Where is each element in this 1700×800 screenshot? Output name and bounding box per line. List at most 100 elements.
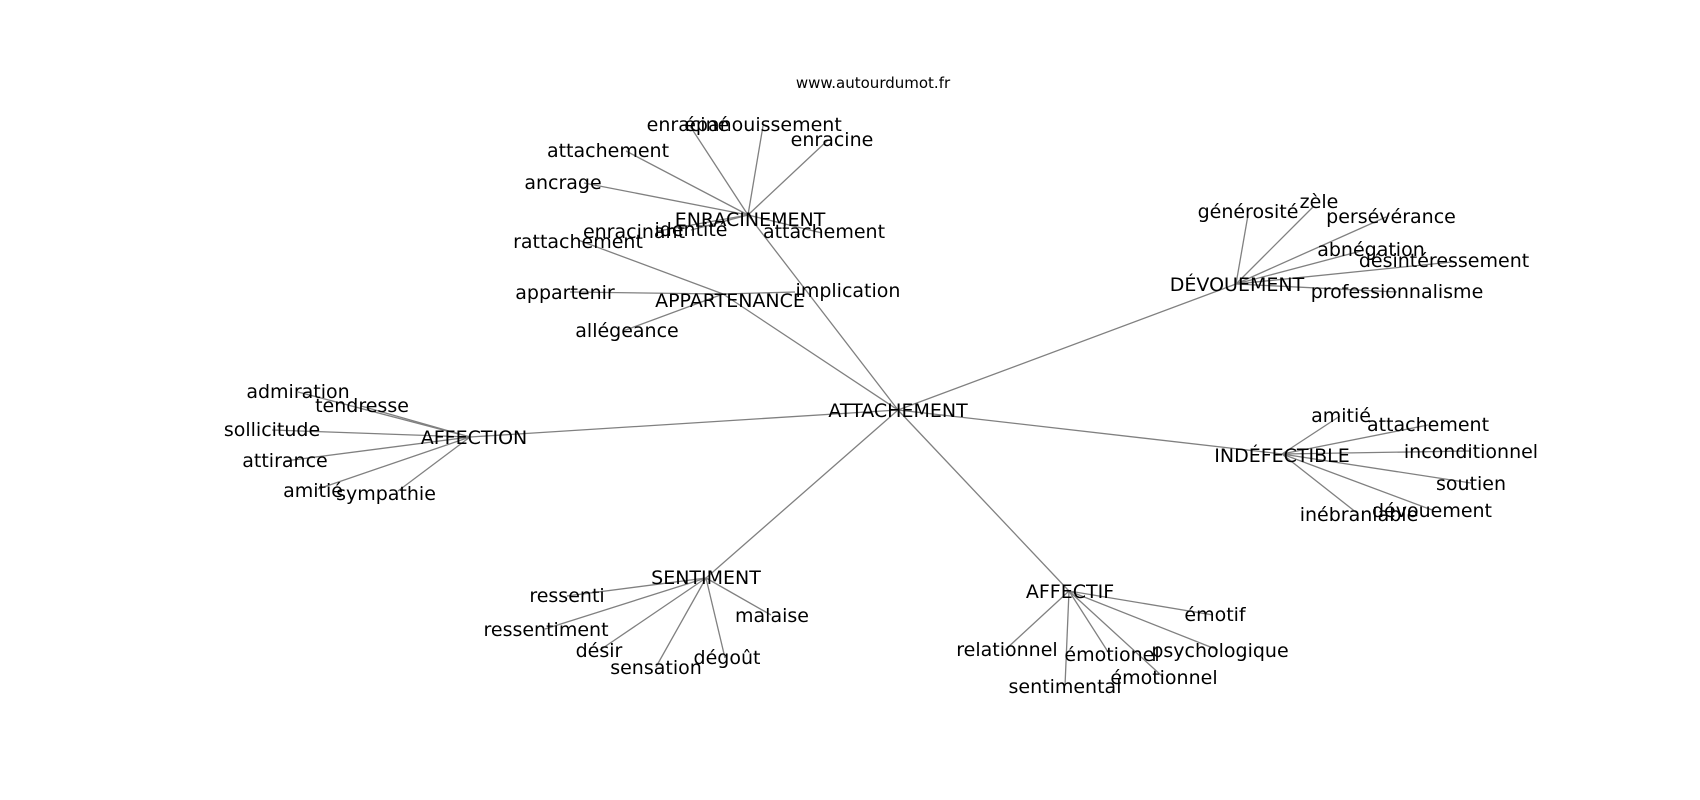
edge-affection-leaf (317, 436, 471, 490)
edge-indefectible-leaf (1281, 453, 1433, 511)
edge-enracinement-leaf (657, 214, 749, 232)
edge-root-indefectible (897, 409, 1283, 455)
leaf-word-devouement[interactable]: professionnalisme (1311, 281, 1484, 303)
edge-devouement-leaf (1235, 214, 1249, 285)
leaf-word-affection[interactable]: sollicitude (224, 419, 320, 441)
leaf-word-affectif[interactable]: émotionel (1064, 644, 1159, 666)
edge-affectif-leaf (1068, 590, 1111, 656)
edge-enracinement-leaf (625, 150, 749, 216)
edge-enracinement-leaf (689, 125, 749, 216)
edge-root-devouement (897, 283, 1237, 411)
hub-word-affectif[interactable]: AFFECTIF (1026, 581, 1114, 603)
leaf-word-devouement[interactable]: abnégation (1317, 239, 1425, 261)
edge-enracinement-leaf (690, 214, 749, 231)
leaf-word-enracinement[interactable]: attachement (547, 140, 669, 162)
edge-root-affection (469, 409, 899, 438)
leaf-word-enracinement[interactable]: enraciné (647, 114, 730, 136)
leaf-word-affection[interactable]: tendresse (315, 395, 409, 417)
edge-affection-leaf (271, 429, 471, 438)
edge-affectif-leaf (1068, 590, 1214, 616)
leaf-word-enracinement[interactable]: ancrage (524, 172, 601, 194)
edge-root-affectif (897, 409, 1070, 592)
edge-sentiment-leaf (566, 577, 707, 597)
edge-root-sentiment (705, 409, 899, 579)
edge-enracinement-leaf (747, 214, 823, 234)
edge-appartenance-leaf (569, 291, 724, 295)
edge-enracinement-leaf (747, 125, 764, 216)
edge-affectif-leaf (1068, 590, 1219, 651)
edge-appartenance-leaf (577, 239, 724, 295)
leaf-word-indefectible[interactable]: attachement (1367, 414, 1489, 436)
leaf-word-devouement[interactable]: persévérance (1326, 206, 1456, 228)
leaf-word-appartenance[interactable]: implication (796, 280, 901, 302)
edge-indefectible-leaf (1281, 415, 1341, 455)
leaf-word-enracinement[interactable]: épanouissement (684, 114, 842, 136)
leaf-word-sentiment[interactable]: ressenti (529, 585, 604, 607)
edge-enracinement-leaf (747, 139, 829, 216)
leaf-word-sentiment[interactable]: malaise (735, 605, 809, 627)
leaf-word-indefectible[interactable]: dévouement (1372, 500, 1492, 522)
leaf-word-affectif[interactable]: psychologique (1151, 640, 1288, 662)
leaf-word-devouement[interactable]: générosité (1198, 201, 1299, 223)
leaf-word-indefectible[interactable]: amitié (1311, 405, 1371, 427)
leaf-word-affectif[interactable]: émotionnel (1110, 667, 1217, 689)
leaf-word-sentiment[interactable]: dégoût (694, 647, 761, 669)
leaf-word-indefectible[interactable]: inébranlable (1300, 504, 1419, 526)
leaf-word-sentiment[interactable]: sensation (610, 657, 702, 679)
leaf-word-affection[interactable]: sympathie (336, 483, 436, 505)
root-word[interactable]: ATTACHEMENT (828, 400, 968, 422)
edge-devouement-leaf (1235, 216, 1387, 285)
edge-devouement-leaf (1235, 283, 1398, 293)
edge-devouement-leaf (1235, 250, 1362, 285)
leaf-word-affection[interactable]: amitié (283, 480, 343, 502)
leaf-word-indefectible[interactable]: soutien (1436, 473, 1506, 495)
edge-indefectible-leaf (1281, 453, 1472, 484)
leaf-word-enracinement[interactable]: attachement (763, 221, 885, 243)
edge-affectif-leaf (1004, 590, 1070, 651)
edge-affection-leaf (360, 405, 471, 438)
leaf-word-affectif[interactable]: émotif (1184, 604, 1247, 626)
hub-word-appartenance[interactable]: APPARTENANCE (655, 290, 805, 312)
edge-sentiment-leaf (655, 577, 707, 668)
leaf-word-affection[interactable]: attirance (242, 450, 327, 472)
edge-sentiment-leaf (599, 577, 707, 651)
leaf-word-sentiment[interactable]: ressentiment (483, 619, 608, 641)
hub-word-enracinement[interactable]: ENRACINEMENT (675, 209, 826, 231)
leaf-word-devouement[interactable]: zèle (1300, 191, 1339, 213)
edge-indefectible-leaf (1281, 453, 1358, 514)
leaf-word-indefectible[interactable]: inconditionnel (1404, 441, 1538, 463)
edge-devouement-leaf (1235, 206, 1314, 285)
edge-affection-leaf (397, 436, 471, 492)
leaf-word-appartenance[interactable]: allégeance (575, 320, 678, 342)
leaf-word-affection[interactable]: admiration (246, 381, 349, 403)
source-url[interactable]: www.autourdumot.fr (796, 74, 951, 92)
edge-root-appartenance (722, 293, 899, 411)
leaf-word-enracinement[interactable]: identité (655, 219, 728, 241)
leaf-word-affectif[interactable]: relationnel (956, 639, 1057, 661)
leaf-word-devouement[interactable]: désintéressement (1359, 250, 1529, 272)
edge-appartenance-leaf (722, 291, 796, 295)
edges-layer (271, 125, 1472, 687)
leaf-word-appartenance[interactable]: rattachement (513, 231, 643, 253)
leaf-word-appartenance[interactable]: appartenir (515, 282, 615, 304)
edge-sentiment-leaf (705, 577, 726, 659)
edge-devouement-leaf (1235, 261, 1453, 285)
leaf-word-enracinement[interactable]: enracine (791, 129, 874, 151)
hub-word-sentiment[interactable]: SENTIMENT (651, 567, 761, 589)
edge-affectif-leaf (1068, 590, 1164, 678)
edge-enracinement-leaf (583, 182, 749, 216)
edge-root-enracinement (747, 214, 899, 411)
edge-appartenance-leaf (622, 293, 724, 332)
edge-affectif-leaf (1064, 590, 1070, 687)
hub-word-affection[interactable]: AFFECTION (421, 427, 528, 449)
edge-sentiment-leaf (705, 577, 772, 616)
edge-affection-leaf (284, 436, 471, 462)
leaf-word-affectif[interactable]: sentimental (1009, 676, 1122, 698)
edge-indefectible-leaf (1281, 424, 1429, 455)
leaf-word-enracinement[interactable]: enracinant (583, 221, 685, 243)
hub-word-indefectible[interactable]: INDÉFECTIBLE (1214, 444, 1350, 467)
leaf-word-sentiment[interactable]: désir (576, 640, 623, 662)
hub-word-devouement[interactable]: DÉVOUEMENT (1170, 273, 1305, 296)
